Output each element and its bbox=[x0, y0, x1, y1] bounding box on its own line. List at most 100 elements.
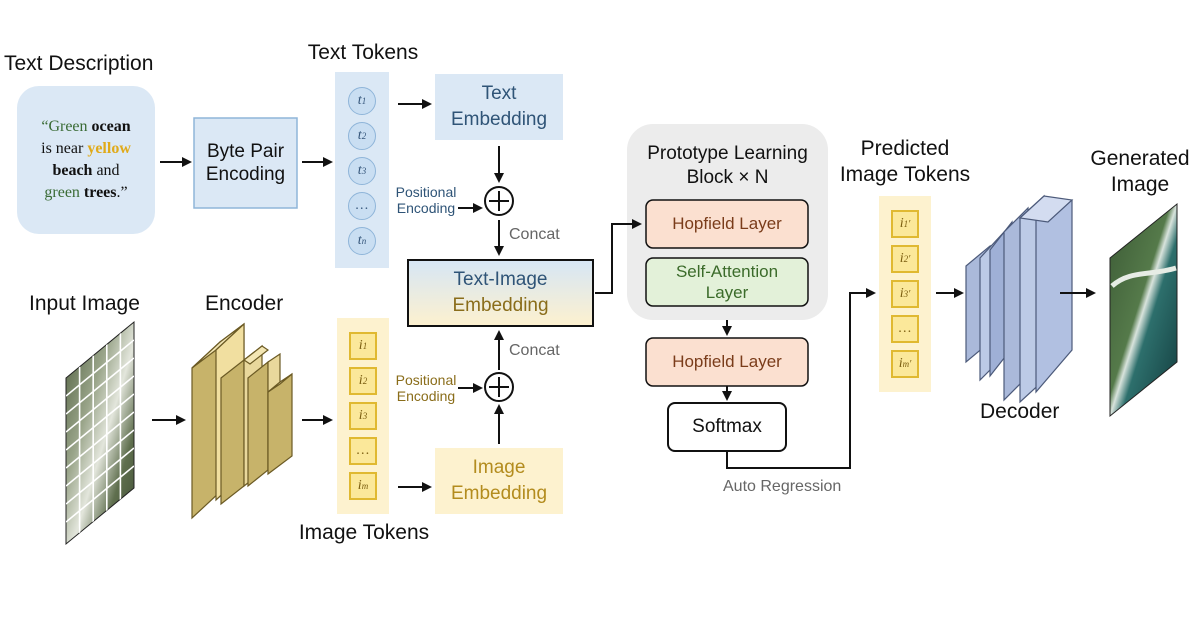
predicted-token-prime: ′ bbox=[909, 358, 912, 370]
text-image-embedding-box bbox=[407, 259, 594, 327]
self-attention-label: Self-Attention Layer bbox=[646, 258, 808, 306]
encoder-heading: Encoder bbox=[205, 292, 284, 315]
generated-image-heading: Generated Image bbox=[1082, 146, 1198, 198]
text-image-embedding-label: Text-Image Embedding bbox=[408, 260, 593, 326]
image-token-4: … bbox=[349, 437, 377, 465]
desc-word-beach: beach bbox=[52, 162, 93, 179]
image-token-base: i bbox=[357, 478, 362, 493]
image-token-base: i bbox=[358, 408, 363, 423]
plus-circle-top bbox=[484, 186, 514, 216]
desc-word-ocean: ocean bbox=[91, 118, 131, 135]
text-token-subscript: 2 bbox=[361, 131, 367, 141]
text-token-base: t bbox=[357, 128, 362, 143]
predicted-token-prime: ′ bbox=[908, 218, 911, 230]
image-token-base: i bbox=[358, 338, 363, 353]
predicted-tokens-heading: Predicted Image Tokens bbox=[830, 136, 980, 188]
text-description-heading: Text Description bbox=[4, 52, 154, 75]
predicted-token-subscript: 1 bbox=[903, 219, 909, 229]
bpe-line-2: Encoding bbox=[205, 164, 286, 185]
auto-regression-label: Auto Regression bbox=[723, 478, 842, 495]
text-embedding-box bbox=[435, 74, 563, 140]
predicted-token-subscript: m bbox=[902, 359, 910, 369]
prototype-title-line-2: Block × N bbox=[686, 167, 769, 188]
input-image bbox=[65, 320, 135, 546]
decoder-blocks bbox=[965, 194, 1074, 404]
predicted-token-4: … bbox=[891, 315, 919, 343]
pos-enc-top-line-1: Positional bbox=[395, 184, 457, 200]
text-tokens-heading: Text Tokens bbox=[307, 41, 419, 64]
text-token-base: t bbox=[357, 163, 362, 178]
predicted-token-base: i bbox=[899, 216, 904, 231]
generated-heading-line-2: Image bbox=[1110, 173, 1170, 196]
decoder-heading: Decoder bbox=[980, 400, 1060, 423]
arrows bbox=[152, 99, 1096, 492]
desc-line-1: “Green ocean bbox=[41, 116, 130, 138]
desc-word-trees: trees bbox=[83, 184, 117, 201]
desc-word-yellow: yellow bbox=[87, 140, 131, 157]
self-attention-line-1: Self-Attention bbox=[675, 262, 779, 281]
plus-circle-bottom bbox=[484, 372, 514, 402]
bpe-line-1: Byte Pair bbox=[206, 141, 285, 162]
text-token-subscript: 1 bbox=[361, 96, 367, 106]
predicted-token-base: i bbox=[899, 286, 904, 301]
image-embedding-box bbox=[435, 448, 563, 514]
text-description-panel bbox=[17, 86, 155, 234]
desc-line-3: beach and bbox=[52, 160, 119, 182]
prototype-block-title: Prototype Learning Block × N bbox=[627, 142, 828, 190]
image-token-subscript: 3 bbox=[362, 411, 368, 421]
positional-encoding-top: Positional Encoding bbox=[388, 184, 464, 216]
concat-top-label: Concat bbox=[509, 226, 560, 243]
ti-embedding-line-2: Embedding bbox=[452, 295, 549, 316]
desc-word-is-near: is near bbox=[41, 140, 88, 157]
hopfield-inner-label: Hopfield Layer bbox=[672, 214, 782, 233]
desc-word-and: and bbox=[92, 162, 120, 179]
desc-line-2: is near yellow bbox=[41, 138, 131, 160]
text-token-4: … bbox=[348, 192, 376, 220]
text-token-base: t bbox=[357, 233, 362, 248]
image-tokens-heading: Image Tokens bbox=[298, 521, 430, 544]
self-attention-line-2: Layer bbox=[705, 283, 749, 302]
image-token-subscript: 2 bbox=[362, 376, 368, 386]
image-embedding-line-2: Embedding bbox=[450, 483, 548, 504]
predicted-token-subscript: 2 bbox=[903, 254, 909, 264]
arrow-ti-to-prototype bbox=[595, 219, 642, 294]
generated-heading-line-1: Generated bbox=[1090, 147, 1190, 170]
predicted-token-subscript: 3 bbox=[903, 289, 909, 299]
desc-line-4: green trees.” bbox=[44, 182, 127, 204]
bpe-label: Byte Pair Encoding bbox=[194, 118, 297, 208]
text-embedding-line-2: Embedding bbox=[450, 109, 548, 130]
hopfield-layer-inner-box bbox=[645, 199, 809, 249]
text-token-base: … bbox=[355, 198, 369, 213]
positional-encoding-bottom: Positional Encoding bbox=[388, 372, 464, 404]
text-description-content: “Green ocean is near yellow beach and gr… bbox=[17, 86, 155, 234]
pos-enc-bottom-line-2: Encoding bbox=[396, 388, 456, 404]
image-token-base: … bbox=[356, 443, 370, 458]
byte-pair-encoding-box bbox=[193, 117, 298, 209]
hopfield-outer-label: Hopfield Layer bbox=[672, 352, 782, 371]
predicted-token-base: i bbox=[898, 356, 903, 371]
image-token-subscript: 1 bbox=[362, 341, 368, 351]
predicted-token-prime: ′ bbox=[908, 288, 911, 300]
image-embedding-line-1: Image bbox=[472, 457, 526, 478]
desc-word-green: “Green bbox=[41, 118, 92, 135]
generated-image bbox=[1109, 202, 1178, 418]
predicted-token-prime: ′ bbox=[908, 253, 911, 265]
pos-enc-bottom-line-1: Positional bbox=[395, 372, 457, 388]
text-embedding-label: Text Embedding bbox=[435, 74, 563, 140]
image-token-base: i bbox=[358, 373, 363, 388]
self-attention-layer-box bbox=[645, 257, 809, 307]
text-token-subscript: 3 bbox=[361, 166, 367, 176]
concat-bottom-label: Concat bbox=[509, 342, 560, 359]
